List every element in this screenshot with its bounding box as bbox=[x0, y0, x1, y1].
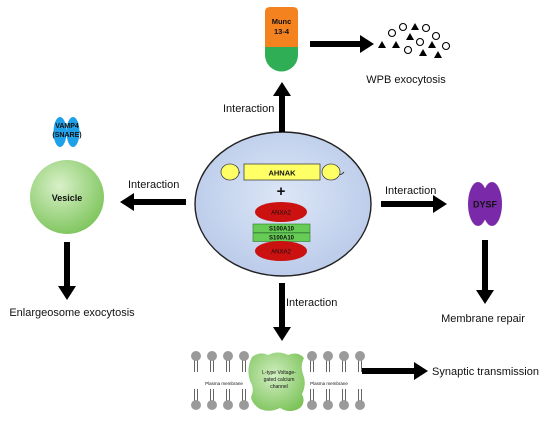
arrow-up-to-munc bbox=[273, 82, 291, 132]
lipid-head bbox=[307, 400, 317, 410]
lipid-head bbox=[339, 351, 349, 361]
vamp4-label-line2: (SNARE) bbox=[52, 132, 81, 139]
lipid-head bbox=[355, 400, 365, 410]
enlargeosome-exocytosis-label: Enlargeosome exocytosis bbox=[9, 307, 135, 319]
calcium-channel-branch: Interaction Plasma membrane Plasma membr… bbox=[191, 283, 539, 411]
anxa2-bottom bbox=[255, 241, 307, 261]
dysferlin-branch: Interaction DYSF Membrane repair bbox=[381, 182, 525, 325]
vesicle-branch: VAMP4 (SNARE) Vesicle Interaction Enlarg… bbox=[9, 117, 186, 319]
channel-label-line1: L-type Voltage- bbox=[262, 370, 296, 376]
lipid-head bbox=[207, 351, 217, 361]
lipid-head bbox=[207, 400, 217, 410]
munc13-4-bottom-half bbox=[265, 47, 298, 72]
arrow-down-to-channel bbox=[273, 283, 291, 341]
munc13-4-top-half bbox=[265, 7, 298, 47]
right-interaction-label: Interaction bbox=[385, 185, 436, 197]
vesicle-label: Vesicle bbox=[52, 193, 83, 203]
s100a10-bottom-label: S100A10 bbox=[269, 236, 295, 242]
channel-body bbox=[248, 352, 305, 411]
plus-sign: + bbox=[277, 183, 286, 200]
anxa2-top-label: ANXA2 bbox=[271, 211, 291, 217]
ahnak-label: AHNAK bbox=[268, 169, 296, 178]
membrane-repair-label: Membrane repair bbox=[441, 313, 525, 325]
ahnak-body bbox=[243, 163, 321, 181]
anxa2-s100a10-complex: ANXA2 S100A10 S100A10 ANXA2 bbox=[252, 202, 311, 261]
arrow-down-to-enlargeosome bbox=[58, 242, 76, 300]
vesicle bbox=[30, 160, 104, 234]
lipid-head bbox=[239, 400, 249, 410]
ahnak-right-domain bbox=[321, 163, 341, 181]
s100a10-top-label: S100A10 bbox=[269, 227, 295, 233]
lipid-head bbox=[323, 351, 333, 361]
arrow-to-synaptic bbox=[362, 362, 428, 380]
munc13-4-protein: Munc 13-4 bbox=[265, 7, 298, 72]
lipid-head bbox=[191, 351, 201, 361]
bottom-interaction-label: Interaction bbox=[286, 297, 337, 309]
plasma-membrane-bilayer bbox=[191, 351, 365, 410]
arrow-down-to-membrane-repair bbox=[476, 240, 494, 304]
central-cell: AHNAK + ANXA2 S100A10 S100A10 ANXA2 bbox=[194, 131, 372, 277]
channel-label-line2: gated calcium bbox=[264, 377, 295, 383]
l-type-calcium-channel: L-type Voltage- gated calcium channel bbox=[248, 352, 305, 411]
channel-label-line3: channel bbox=[270, 384, 288, 390]
munc13-4-label-line2: 13-4 bbox=[274, 27, 290, 36]
ahnak-left-domain bbox=[220, 163, 240, 181]
s100a10-top bbox=[252, 223, 311, 233]
munc13-4-branch: Munc 13-4 Interaction bbox=[223, 7, 451, 132]
wpb-exocytosis-label: WPB exocytosis bbox=[366, 74, 446, 86]
lipid-head bbox=[323, 400, 333, 410]
top-interaction-label: Interaction bbox=[223, 103, 274, 115]
arrow-right-to-dysf bbox=[381, 195, 447, 213]
dysf-label: DYSF bbox=[473, 200, 498, 210]
lipid-head bbox=[223, 351, 233, 361]
lipid-head bbox=[355, 351, 365, 361]
vamp4-snare: VAMP4 (SNARE) bbox=[52, 117, 82, 147]
lipid-head bbox=[307, 351, 317, 361]
lipid-head bbox=[239, 351, 249, 361]
lipid-head bbox=[223, 400, 233, 410]
anxa2-bottom-label: ANXA2 bbox=[271, 250, 291, 256]
left-interaction-label: Interaction bbox=[128, 179, 179, 191]
wpb-granules bbox=[378, 22, 451, 58]
arrow-left-to-vesicle bbox=[120, 193, 186, 211]
arrow-to-wpb bbox=[310, 35, 374, 53]
plasma-membrane-label-left: Plasma membrane bbox=[205, 381, 243, 386]
lipid-head bbox=[191, 400, 201, 410]
anxa2-top bbox=[255, 202, 307, 222]
vamp4-label-line1: VAMP4 bbox=[55, 123, 79, 130]
ahnak-molecule: AHNAK bbox=[220, 163, 345, 181]
dysf-protein: DYSF bbox=[468, 182, 502, 226]
munc13-4-label-line1: Munc bbox=[272, 17, 292, 26]
synaptic-transmission-label: Synaptic transmission bbox=[432, 366, 539, 378]
lipid-head bbox=[339, 400, 349, 410]
plasma-membrane-label-right: Plasma membrane bbox=[310, 381, 348, 386]
